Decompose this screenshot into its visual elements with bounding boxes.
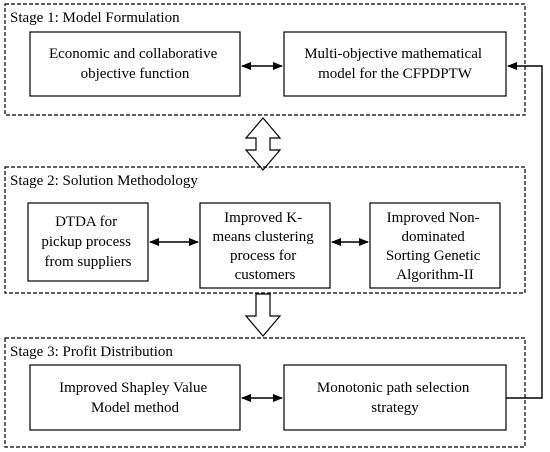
stage-1-box-model [283, 31, 507, 97]
stage-3-title: Stage 3: Profit Distribution [10, 344, 173, 360]
stage-3-box-monotonic [283, 364, 507, 431]
stage-3-frame [4, 337, 526, 448]
stage-1-frame [4, 3, 526, 116]
stage-3-box-monotonic-text: Monotonic path selection strategy [317, 380, 473, 416]
stage-2-frame [4, 166, 526, 294]
stage-2-box-kmeans-text: Improved K- means clustering process for… [213, 210, 318, 283]
stage-2-box-nsga [369, 202, 501, 289]
stage-3-box-shapley [29, 364, 241, 431]
stage-2-box-dtda [27, 202, 149, 282]
stage-2-title: Stage 2: Solution Methodology [10, 173, 198, 189]
stage-1-box-objective [29, 31, 241, 97]
feedback-arrow [506, 62, 543, 399]
stage-2-3-hollow-arrow [244, 293, 282, 337]
stage-1-title: Stage 1: Model Formulation [10, 10, 180, 26]
stage-2-box-nsga-text: Improved Non- dominated Sorting Genetic … [386, 210, 484, 283]
stage-2-box-dtda-text: DTDA for pickup process from suppliers [41, 214, 134, 270]
stage-1-2-hollow-arrow [244, 117, 282, 171]
stage-2-box-kmeans [199, 202, 331, 289]
stage-1-box-objective-text: Economic and collaborative objective fun… [49, 46, 221, 82]
stage-1-box-model-text: Multi-objective mathematical model for t… [304, 46, 486, 82]
stage-3-box-shapley-text: Improved Shapley Value Model method [59, 380, 211, 416]
